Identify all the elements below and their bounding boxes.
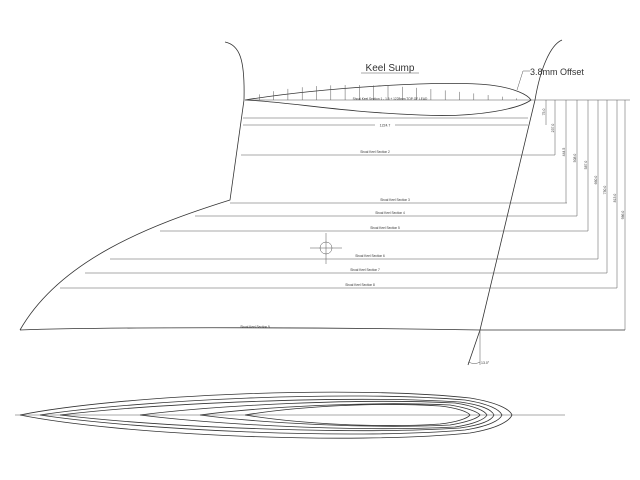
angle-arc (467, 361, 481, 364)
section-label-2: Shoal Keel Section 2 (360, 150, 390, 154)
plan-view (15, 391, 565, 439)
section-label-5: Shoal Keel Section 5 (370, 226, 400, 230)
angle-dimension: 13.0° (481, 361, 490, 365)
section-label-9: Shoal Keel Section 9 (240, 325, 270, 329)
dimension-section-7: 750.0 (603, 186, 607, 195)
section-lines: Shoal Keel Section 2 Shoal Keel Section … (19, 150, 625, 331)
section-line-9 (19, 327, 625, 331)
center-of-gravity-icon (310, 233, 342, 264)
dimension-section-9: 986.0 (621, 211, 625, 220)
dimension-section-3: 444.5 (562, 148, 566, 157)
dimension-section-4: 508.0 (573, 154, 577, 163)
keel-trailing-edge (467, 39, 563, 366)
length-dimension: 1224.7 (380, 124, 391, 128)
dimension-section-8: 813.0 (613, 194, 617, 203)
section-label-7: Shoal Keel Section 7 (350, 268, 380, 272)
dimension-section-6: 660.0 (594, 176, 598, 185)
drawing-title: Keel Sump (366, 63, 415, 74)
keel-leading-edge (19, 41, 245, 331)
section-label-8: Shoal Keel Section 8 (345, 283, 375, 287)
section-label-3: Shoal Keel Section 3 (380, 198, 410, 202)
dimension-section-2: 237.0 (551, 124, 555, 133)
dimension-section-5: 587.0 (584, 161, 588, 170)
foil-stations (259, 85, 517, 100)
offset-leader (516, 70, 530, 91)
top-section-label: Shoal Keel Section 1 - 1.5 + 1228mm TOP … (353, 97, 428, 101)
offset-note: 3.8mm Offset (530, 67, 584, 77)
depth-dimensions: 75.0 237.0 444.5 508.0 587.0 660.0 750.0… (531, 99, 630, 330)
dimension-75: 75.0 (542, 109, 546, 116)
section-label-4: Shoal Keel Section 4 (375, 211, 405, 215)
section-label-6: Shoal Keel Section 6 (355, 254, 385, 258)
